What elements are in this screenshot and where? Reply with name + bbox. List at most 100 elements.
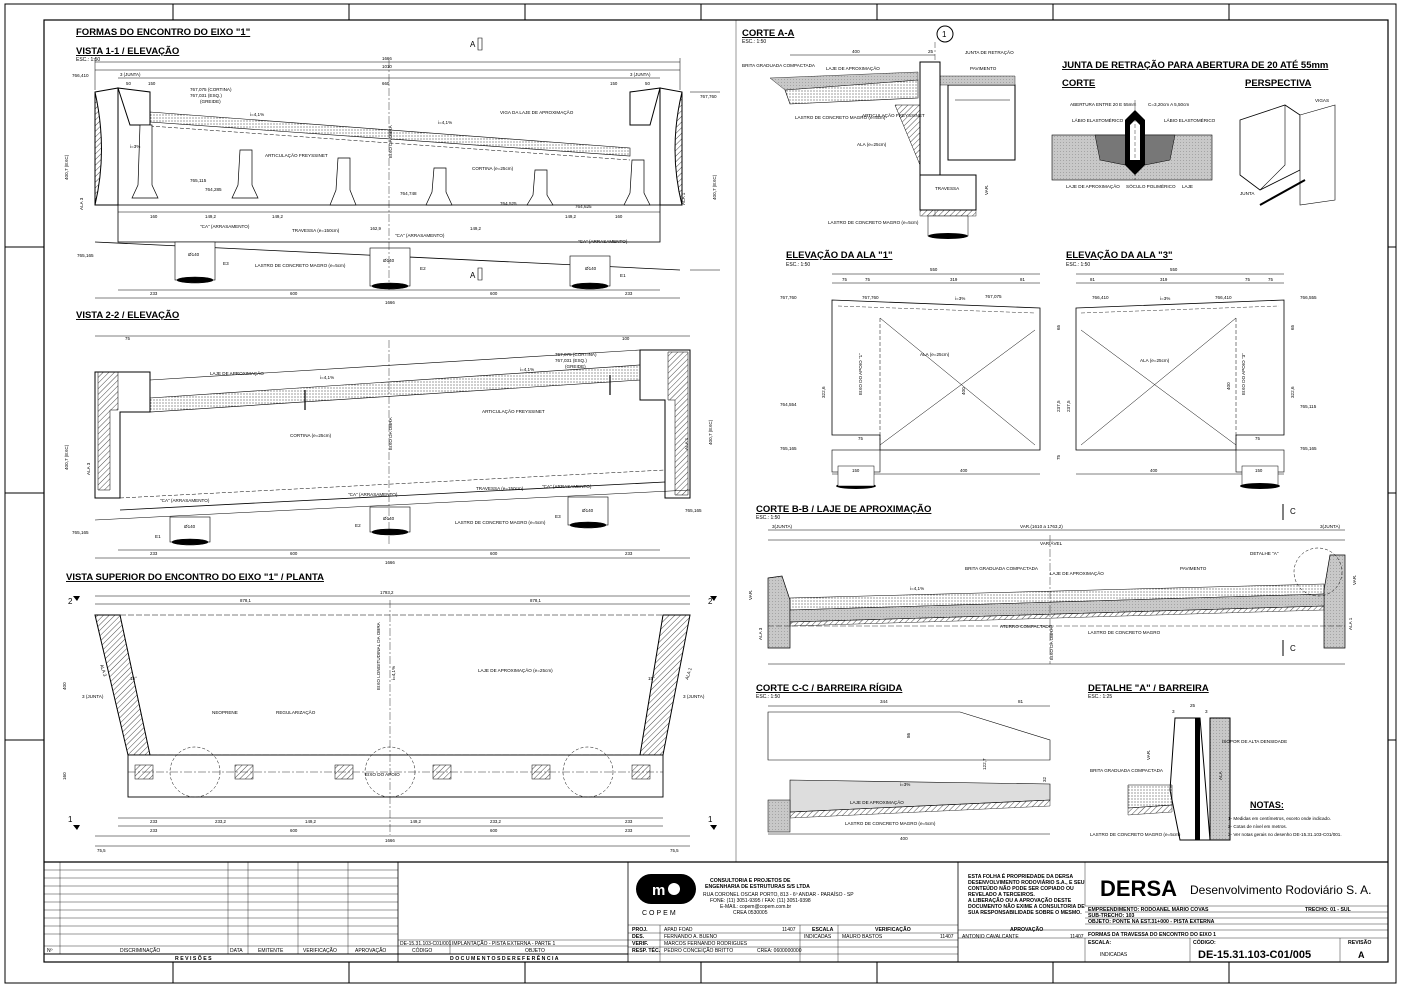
svg-text:600: 600 [490, 291, 498, 296]
svg-text:319: 319 [1160, 277, 1168, 282]
svg-text:ESC.: 1:25: ESC.: 1:25 [1088, 694, 1112, 700]
svg-text:ARTICULAÇÃO FREYSSINET: ARTICULAÇÃO FREYSSINET [482, 408, 545, 414]
svg-text:ALA: ALA [1218, 770, 1223, 780]
svg-text:75,5: 75,5 [670, 848, 679, 853]
svg-text:400: 400 [62, 682, 67, 690]
svg-text:INDICADAS: INDICADAS [804, 934, 832, 940]
svg-text:ALA 3: ALA 3 [86, 462, 91, 475]
svg-text:FONE: (11) 3051-9395 / FAX: (1: FONE: (11) 3051-9395 / FAX: (11) 3051-93… [710, 898, 811, 904]
svg-text:878,1: 878,1 [240, 598, 252, 603]
sheet-border [4, 3, 1397, 984]
svg-text:DOCUMENTO NÃO EXIME A CONSULTO: DOCUMENTO NÃO EXIME A CONSULTORIA DE [968, 903, 1085, 910]
svg-text:233: 233 [625, 828, 633, 833]
svg-text:50: 50 [645, 81, 650, 86]
svg-text:75: 75 [125, 336, 130, 341]
view-title-planta: VISTA SUPERIOR DO ENCONTRO DO EIXO "1" /… [66, 572, 324, 583]
notes: NOTAS: 1- Medidas em centímetros, exceto… [1228, 800, 1342, 837]
svg-text:TRAVESSA (e=150cm): TRAVESSA (e=150cm) [476, 486, 524, 491]
svg-text:ISOPOR DE ALTA DENSIDADE: ISOPOR DE ALTA DENSIDADE [1222, 739, 1287, 744]
svg-text:600: 600 [490, 551, 498, 556]
svg-text:Ø140: Ø140 [188, 252, 200, 257]
svg-text:65: 65 [1056, 324, 1061, 330]
svg-text:LASTRO DE CONCRETO MAGRO: LASTRO DE CONCRETO MAGRO [1088, 630, 1161, 635]
svg-text:400,7 (EXC): 400,7 (EXC) [712, 174, 717, 200]
svg-text:Nº: Nº [47, 948, 53, 954]
svg-text:PAVIMENTO: PAVIMENTO [1180, 566, 1207, 571]
svg-text:600: 600 [290, 551, 298, 556]
svg-text:233: 233 [625, 551, 633, 556]
view-corte-b-b: CORTE B-B / LAJE DE APROXIMAÇÃO ESC.: 1:… [748, 504, 1357, 665]
svg-text:600: 600 [290, 291, 298, 296]
svg-text:2- Cotas de nível em metros.: 2- Cotas de nível em metros. [1228, 824, 1287, 829]
svg-text:81: 81 [1090, 277, 1095, 282]
svg-text:ABERTURA ENTRE 20 E 55mm: ABERTURA ENTRE 20 E 55mm [1070, 102, 1136, 107]
svg-text:LAJE DE APROXIMAÇÃO: LAJE DE APROXIMAÇÃO [210, 370, 264, 376]
svg-text:C=3,20cm A 5,50cm: C=3,20cm A 5,50cm [1148, 102, 1189, 107]
svg-text:400: 400 [961, 387, 966, 395]
svg-text:81: 81 [1020, 277, 1025, 282]
svg-text:i=4,1%: i=4,1% [520, 367, 534, 372]
svg-text:600: 600 [290, 828, 298, 833]
svg-text:766,410: 766,410 [72, 73, 89, 78]
svg-text:VARIÁVEL: VARIÁVEL [1040, 540, 1063, 546]
svg-text:15°: 15° [648, 676, 655, 681]
svg-text:D O C U M E N T O S D E R: D O C U M E N T O S D E R E F E R Ê N C … [450, 954, 559, 962]
svg-text:"CA" (ARRASAMENTO): "CA" (ARRASAMENTO) [200, 224, 250, 229]
svg-text:400,7 (EXC): 400,7 (EXC) [708, 419, 713, 445]
svg-text:400: 400 [960, 468, 968, 473]
svg-text:ESCALA:: ESCALA: [1088, 940, 1111, 946]
svg-text:237,5: 237,5 [1066, 400, 1071, 412]
svg-text:(GREIDE): (GREIDE) [565, 364, 586, 369]
svg-text:75: 75 [858, 436, 863, 441]
svg-text:765,165: 765,165 [780, 446, 797, 451]
svg-text:1666: 1666 [385, 300, 395, 305]
svg-text:DES.: DES. [632, 934, 645, 940]
svg-text:3 (JUNTA): 3 (JUNTA) [630, 72, 651, 77]
svg-text:150: 150 [610, 81, 618, 86]
svg-text:767,760: 767,760 [780, 295, 797, 300]
svg-text:EIXO DA OBRA: EIXO DA OBRA [388, 416, 393, 450]
copem-logo: m COPEM [636, 874, 696, 917]
svg-text:400,7 (EXC): 400,7 (EXC) [64, 444, 69, 470]
svg-text:VAR.: VAR. [1146, 750, 1151, 760]
svg-text:ESCALA: ESCALA [812, 927, 834, 933]
svg-text:765,115: 765,115 [190, 178, 207, 183]
svg-text:BRITA GRADUADA COMPACTADA: BRITA GRADUADA COMPACTADA [965, 566, 1039, 571]
svg-text:E3: E3 [223, 261, 229, 266]
svg-text:CORTINA (e=25cm): CORTINA (e=25cm) [290, 433, 332, 438]
svg-text:86: 86 [906, 732, 911, 738]
svg-text:1010: 1010 [382, 64, 392, 69]
svg-text:32: 32 [1042, 776, 1047, 782]
svg-text:EIXO DO APOIO "1": EIXO DO APOIO "1" [858, 353, 863, 395]
svg-text:ESC.: 1:50: ESC.: 1:50 [1066, 262, 1090, 268]
svg-text:ESC.: 1:50: ESC.: 1:50 [742, 39, 766, 45]
svg-text:APAD FOAD: APAD FOAD [664, 927, 693, 933]
svg-text:R E V I S Õ E S: R E V I S Õ E S [175, 955, 212, 962]
svg-text:EIXO DA OBRA: EIXO DA OBRA [1049, 626, 1054, 660]
svg-text:764,285: 764,285 [205, 187, 222, 192]
svg-text:E-MAIL: copem@copem.com.br: E-MAIL: copem@copem.com.br [720, 904, 792, 910]
svg-text:EMPREENDIMENTO: RODOANEL MÁRIO: EMPREENDIMENTO: RODOANEL MÁRIO COVAS [1088, 906, 1209, 913]
svg-text:LASTRO DE CONCRETO MAGRO (e=5c: LASTRO DE CONCRETO MAGRO (e=5cm) [455, 520, 546, 525]
svg-text:162,9: 162,9 [370, 226, 382, 231]
svg-text:EMITENTE: EMITENTE [258, 948, 284, 954]
svg-text:ESC.: 1:50: ESC.: 1:50 [756, 515, 780, 521]
svg-text:3- Ver notas gerais no desenho: 3- Ver notas gerais no desenho DE-15.31.… [1228, 832, 1342, 837]
svg-text:A LIBERAÇÃO OU A APROVAÇÃO DES: A LIBERAÇÃO OU A APROVAÇÃO DESTE [968, 897, 1072, 904]
svg-text:SUB-TRECHO: 103: SUB-TRECHO: 103 [1088, 913, 1135, 919]
svg-text:11407: 11407 [1070, 934, 1084, 940]
svg-text:EIXO DO APOIO "3": EIXO DO APOIO "3" [1241, 353, 1246, 395]
svg-text:CONSULTORIA E PROJETOS DE: CONSULTORIA E PROJETOS DE [710, 878, 791, 884]
svg-text:i=3%: i=3% [900, 782, 910, 787]
svg-text:764,525: 764,525 [500, 201, 517, 206]
svg-text:3 (JUNTA): 3 (JUNTA) [120, 72, 141, 77]
svg-text:BRITA GRADUADA COMPACTADA: BRITA GRADUADA COMPACTADA [1090, 768, 1164, 773]
svg-text:PEDRO CONCEIÇÃO BRITTO: PEDRO CONCEIÇÃO BRITTO [664, 947, 733, 954]
svg-text:VIGA DA LAJE DE APROXIMAÇÃO: VIGA DA LAJE DE APROXIMAÇÃO [500, 109, 574, 115]
svg-text:1666: 1666 [385, 838, 395, 843]
svg-text:765,165: 765,165 [685, 508, 702, 513]
svg-text:ENGENHARIA DE ESTRUTURAS S/S L: ENGENHARIA DE ESTRUTURAS S/S LTDA [705, 884, 810, 890]
svg-text:3 (JUNTA): 3 (JUNTA) [82, 694, 104, 699]
svg-text:11407: 11407 [782, 927, 796, 933]
